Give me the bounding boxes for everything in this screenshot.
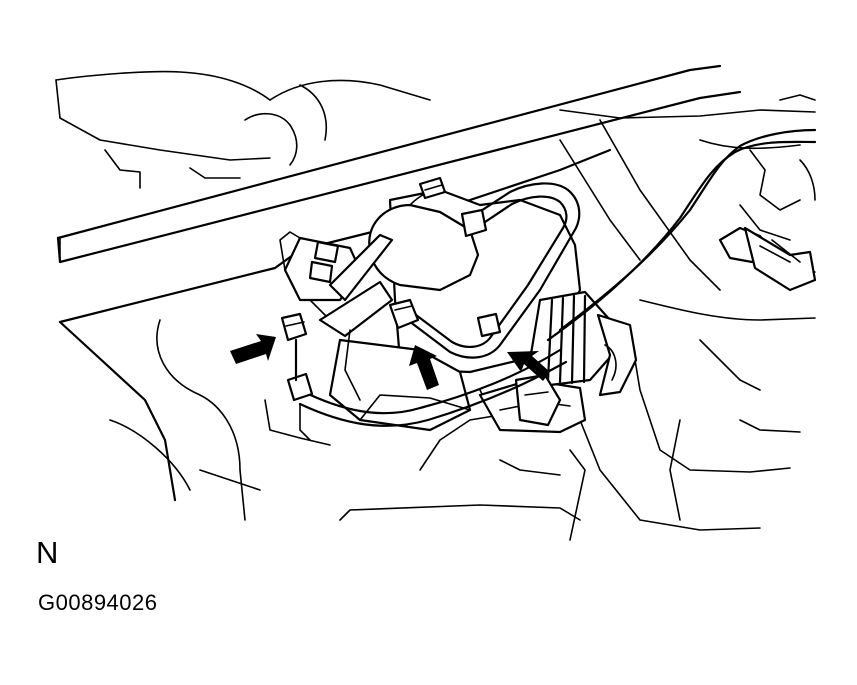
figure-code: G00894026 <box>38 590 158 615</box>
callout-arrow-center <box>409 345 439 390</box>
brake-line-right <box>546 128 817 342</box>
brake-line-loop <box>388 182 581 359</box>
engine-bay-background <box>55 70 816 541</box>
brake-line-lower <box>286 348 568 441</box>
crossmember-bar <box>56 64 742 264</box>
proportioning-valve-block <box>279 231 394 401</box>
orientation-label: N <box>36 535 59 570</box>
left-fitting <box>280 312 308 382</box>
master-cylinder-body <box>328 176 587 434</box>
callout-arrow-left <box>230 334 276 364</box>
callout-arrow-right <box>507 351 550 381</box>
